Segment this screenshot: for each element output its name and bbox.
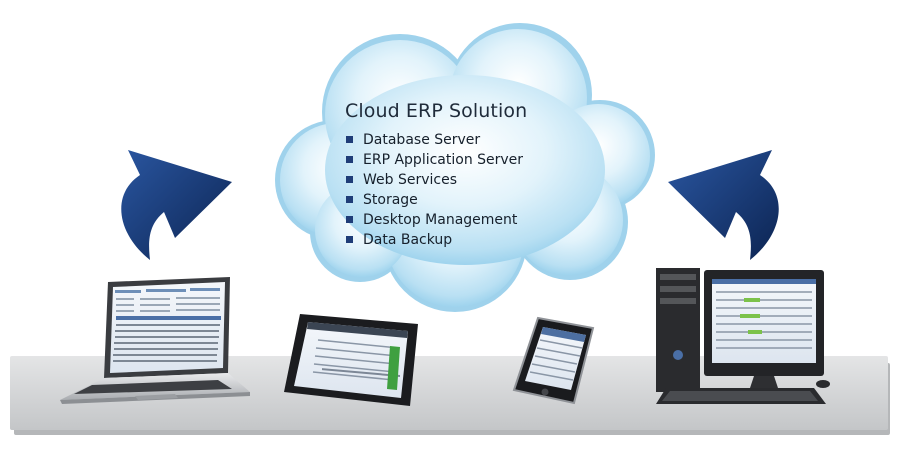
- list-item: Desktop Management: [343, 210, 603, 230]
- list-item: Database Server: [343, 130, 603, 150]
- bullet-square-icon: [346, 176, 353, 183]
- list-item: ERP Application Server: [343, 150, 603, 170]
- list-item: Data Backup: [343, 230, 603, 250]
- bullet-square-icon: [346, 236, 353, 243]
- cloud-title: Cloud ERP Solution: [345, 100, 528, 122]
- bullet-square-icon: [346, 216, 353, 223]
- bullet-square-icon: [346, 136, 353, 143]
- bullet-square-icon: [346, 156, 353, 163]
- list-item-label: Storage: [363, 192, 418, 208]
- curved-arrow-right-icon: [668, 150, 779, 260]
- list-item-label: ERP Application Server: [363, 152, 524, 168]
- desktop-computer-icon: [656, 268, 830, 404]
- list-item-label: Web Services: [363, 172, 458, 188]
- list-item: Storage: [343, 190, 603, 210]
- list-item: Web Services: [343, 170, 603, 190]
- list-item-label: Database Server: [363, 132, 481, 148]
- smartphone-icon: [512, 316, 595, 405]
- tablet-icon: [284, 314, 418, 406]
- cloud-shape: [275, 23, 655, 312]
- bullet-square-icon: [346, 196, 353, 203]
- cloud-service-list: Database Server ERP Application Server W…: [343, 130, 603, 250]
- list-item-label: Desktop Management: [363, 212, 518, 228]
- cloud-content: Cloud ERP Solution Database Server ERP A…: [343, 100, 603, 250]
- list-item-label: Data Backup: [363, 232, 453, 248]
- curved-arrow-left-icon: [121, 150, 232, 260]
- laptop-icon: [60, 277, 250, 404]
